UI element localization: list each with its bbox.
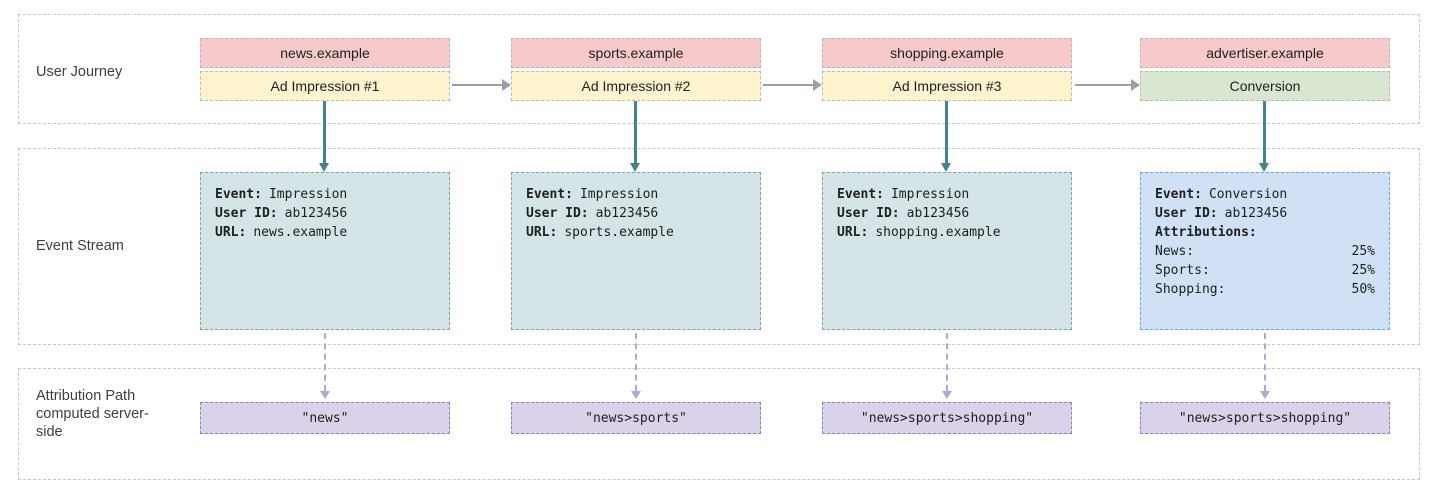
site-card-advertiser: advertiser.example xyxy=(1140,38,1390,68)
action-card-impression-2: Ad Impression #2 xyxy=(511,71,761,101)
attribution-name: Shopping: xyxy=(1155,282,1226,297)
path-arrow-down-2 xyxy=(631,333,641,399)
user-id-label: User ID: xyxy=(837,206,900,221)
url-label: URL: xyxy=(837,225,869,240)
event-value: Impression xyxy=(890,187,970,202)
site-card-sports: sports.example xyxy=(511,38,761,68)
url-value: news.example xyxy=(253,225,348,240)
url-line: URL: sports.example xyxy=(526,223,746,242)
event-card-sports: Event: Impression User ID: ab123456 URL: sp… xyxy=(511,172,761,330)
attribution-percent: 25% xyxy=(1351,263,1375,278)
url-label: URL: xyxy=(526,225,558,240)
action-card-conversion: Conversion xyxy=(1140,71,1390,101)
site-card-shopping: shopping.example xyxy=(822,38,1072,68)
user-id-line: User ID: ab123456 xyxy=(526,204,746,223)
event-arrow-down-4 xyxy=(1259,101,1269,172)
path-arrow-down-4 xyxy=(1260,333,1270,399)
attribution-path-box-4: "news>sports>shopping" xyxy=(1140,402,1390,434)
url-line: URL: news.example xyxy=(215,223,435,242)
url-value: shopping.example xyxy=(875,225,1001,240)
event-type-line: Event: Conversion xyxy=(1155,185,1375,204)
site-card-news: news.example xyxy=(200,38,450,68)
user-id-line: User ID: ab123456 xyxy=(215,204,435,223)
action-card-impression-1: Ad Impression #1 xyxy=(200,71,450,101)
user-id-value: ab123456 xyxy=(284,206,348,221)
event-type-line: Event: Impression xyxy=(526,185,746,204)
event-label: Event: xyxy=(215,187,262,202)
attributions-header: Attributions: xyxy=(1155,223,1375,242)
event-arrow-down-2 xyxy=(630,101,640,172)
user-id-label: User ID: xyxy=(526,206,589,221)
event-value: Impression xyxy=(579,187,659,202)
event-card-shopping: Event: Impression User ID: ab123456 URL: sh… xyxy=(822,172,1072,330)
event-arrow-down-3 xyxy=(941,101,951,172)
attribution-path-box-2: "news>sports" xyxy=(511,402,761,434)
event-label: Event: xyxy=(1155,187,1202,202)
user-id-label: User ID: xyxy=(215,206,278,221)
event-type-line: Event: Impression xyxy=(215,185,435,204)
journey-arrow-right-1 xyxy=(452,79,511,91)
user-id-line: User ID: ab123456 xyxy=(1155,204,1375,223)
event-label: Event: xyxy=(526,187,573,202)
user-id-value: ab123456 xyxy=(595,206,659,221)
event-value: Conversion xyxy=(1208,187,1288,202)
user-id-value: ab123456 xyxy=(1224,206,1288,221)
event-stream-label: Event Stream xyxy=(36,238,124,254)
url-label: URL: xyxy=(215,225,247,240)
event-type-line: Event: Impression xyxy=(837,185,1057,204)
attribution-name: News: xyxy=(1155,244,1195,259)
user-id-value: ab123456 xyxy=(906,206,970,221)
user-journey-label: User Journey xyxy=(36,64,123,80)
journey-arrow-right-3 xyxy=(1075,79,1140,91)
event-value: Impression xyxy=(268,187,348,202)
attribution-row-shopping: Shopping: 50% xyxy=(1155,280,1375,299)
user-journey-band xyxy=(18,14,1420,124)
action-card-impression-3: Ad Impression #3 xyxy=(822,71,1072,101)
journey-arrow-right-2 xyxy=(763,79,822,91)
attribution-path-box-3: "news>sports>shopping" xyxy=(822,402,1072,434)
path-arrow-down-3 xyxy=(942,333,952,399)
attribution-percent: 25% xyxy=(1351,244,1375,259)
path-arrow-down-1 xyxy=(320,333,330,399)
event-card-news: Event: Impression User ID: ab123456 URL: ne… xyxy=(200,172,450,330)
event-label: Event: xyxy=(837,187,884,202)
attribution-percent: 50% xyxy=(1351,282,1375,297)
event-arrow-down-1 xyxy=(319,101,329,172)
attribution-path-label: Attribution Path computed server-side xyxy=(36,388,149,440)
url-value: sports.example xyxy=(564,225,674,240)
attribution-row-sports: Sports: 25% xyxy=(1155,261,1375,280)
user-id-label: User ID: xyxy=(1155,206,1218,221)
attribution-path-box-1: "news" xyxy=(200,402,450,434)
user-id-line: User ID: ab123456 xyxy=(837,204,1057,223)
attributions-label: Attributions: xyxy=(1155,225,1257,240)
attribution-name: Sports: xyxy=(1155,263,1210,278)
url-line: URL: shopping.example xyxy=(837,223,1057,242)
event-card-conversion: Event: Conversion User ID: ab123456 Attrib… xyxy=(1140,172,1390,330)
attribution-row-news: News: 25% xyxy=(1155,242,1375,261)
